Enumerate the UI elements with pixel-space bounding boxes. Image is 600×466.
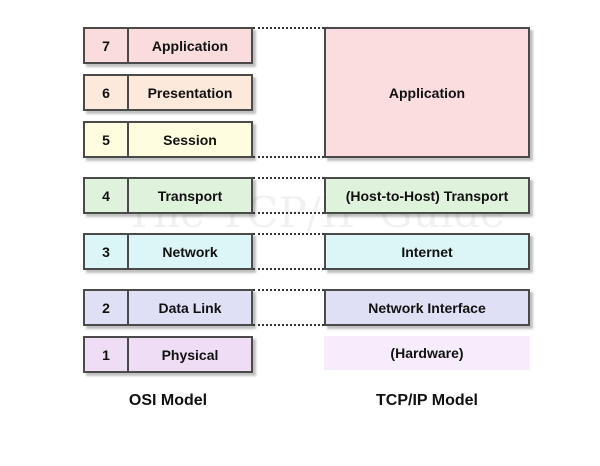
osi-layer-4: 4 Transport xyxy=(83,177,253,214)
connector-line xyxy=(253,27,324,29)
osi-layer-number: 1 xyxy=(85,338,129,371)
osi-layer-name: Presentation xyxy=(147,84,233,101)
osi-layer-number: 5 xyxy=(85,123,129,156)
connector-line xyxy=(253,268,324,270)
tcpip-layer-hardware: (Hardware) xyxy=(324,336,530,370)
osi-model-label: OSI Model xyxy=(128,392,208,409)
connector-line xyxy=(253,212,324,214)
osi-layer-number: 3 xyxy=(85,235,129,268)
osi-layer-number: 6 xyxy=(85,76,129,109)
osi-layer-7: 7 Application xyxy=(83,27,253,64)
osi-layer-3: 3 Network xyxy=(83,233,253,270)
osi-layer-name: Physical xyxy=(161,346,219,363)
connector-line xyxy=(253,289,324,291)
tcpip-layer-transport: (Host-to-Host) Transport xyxy=(324,177,530,214)
osi-layer-number: 4 xyxy=(85,179,129,212)
osi-layer-2: 2 Data Link xyxy=(83,289,253,326)
osi-layer-name: Transport xyxy=(157,187,223,204)
osi-layer-name: Data Link xyxy=(158,299,222,316)
osi-layer-1: 1 Physical xyxy=(83,336,253,373)
connector-line xyxy=(253,324,324,326)
tcpip-model-label: TCP/IP Model xyxy=(376,392,478,409)
osi-layer-number: 7 xyxy=(85,29,129,62)
connector-line xyxy=(253,156,324,158)
tcpip-layer-internet: Internet xyxy=(324,233,530,270)
tcpip-layer-application: Application xyxy=(324,27,530,158)
osi-layer-name: Network xyxy=(162,243,218,260)
osi-layer-number: 2 xyxy=(85,291,129,324)
osi-layer-name: Session xyxy=(163,131,217,148)
osi-layer-6: 6 Presentation xyxy=(83,74,253,111)
tcpip-layer-network-interface: Network Interface xyxy=(324,289,530,326)
connector-line xyxy=(253,233,324,235)
osi-layer-name: Application xyxy=(151,37,229,54)
osi-layer-5: 5 Session xyxy=(83,121,253,158)
connector-line xyxy=(253,177,324,179)
